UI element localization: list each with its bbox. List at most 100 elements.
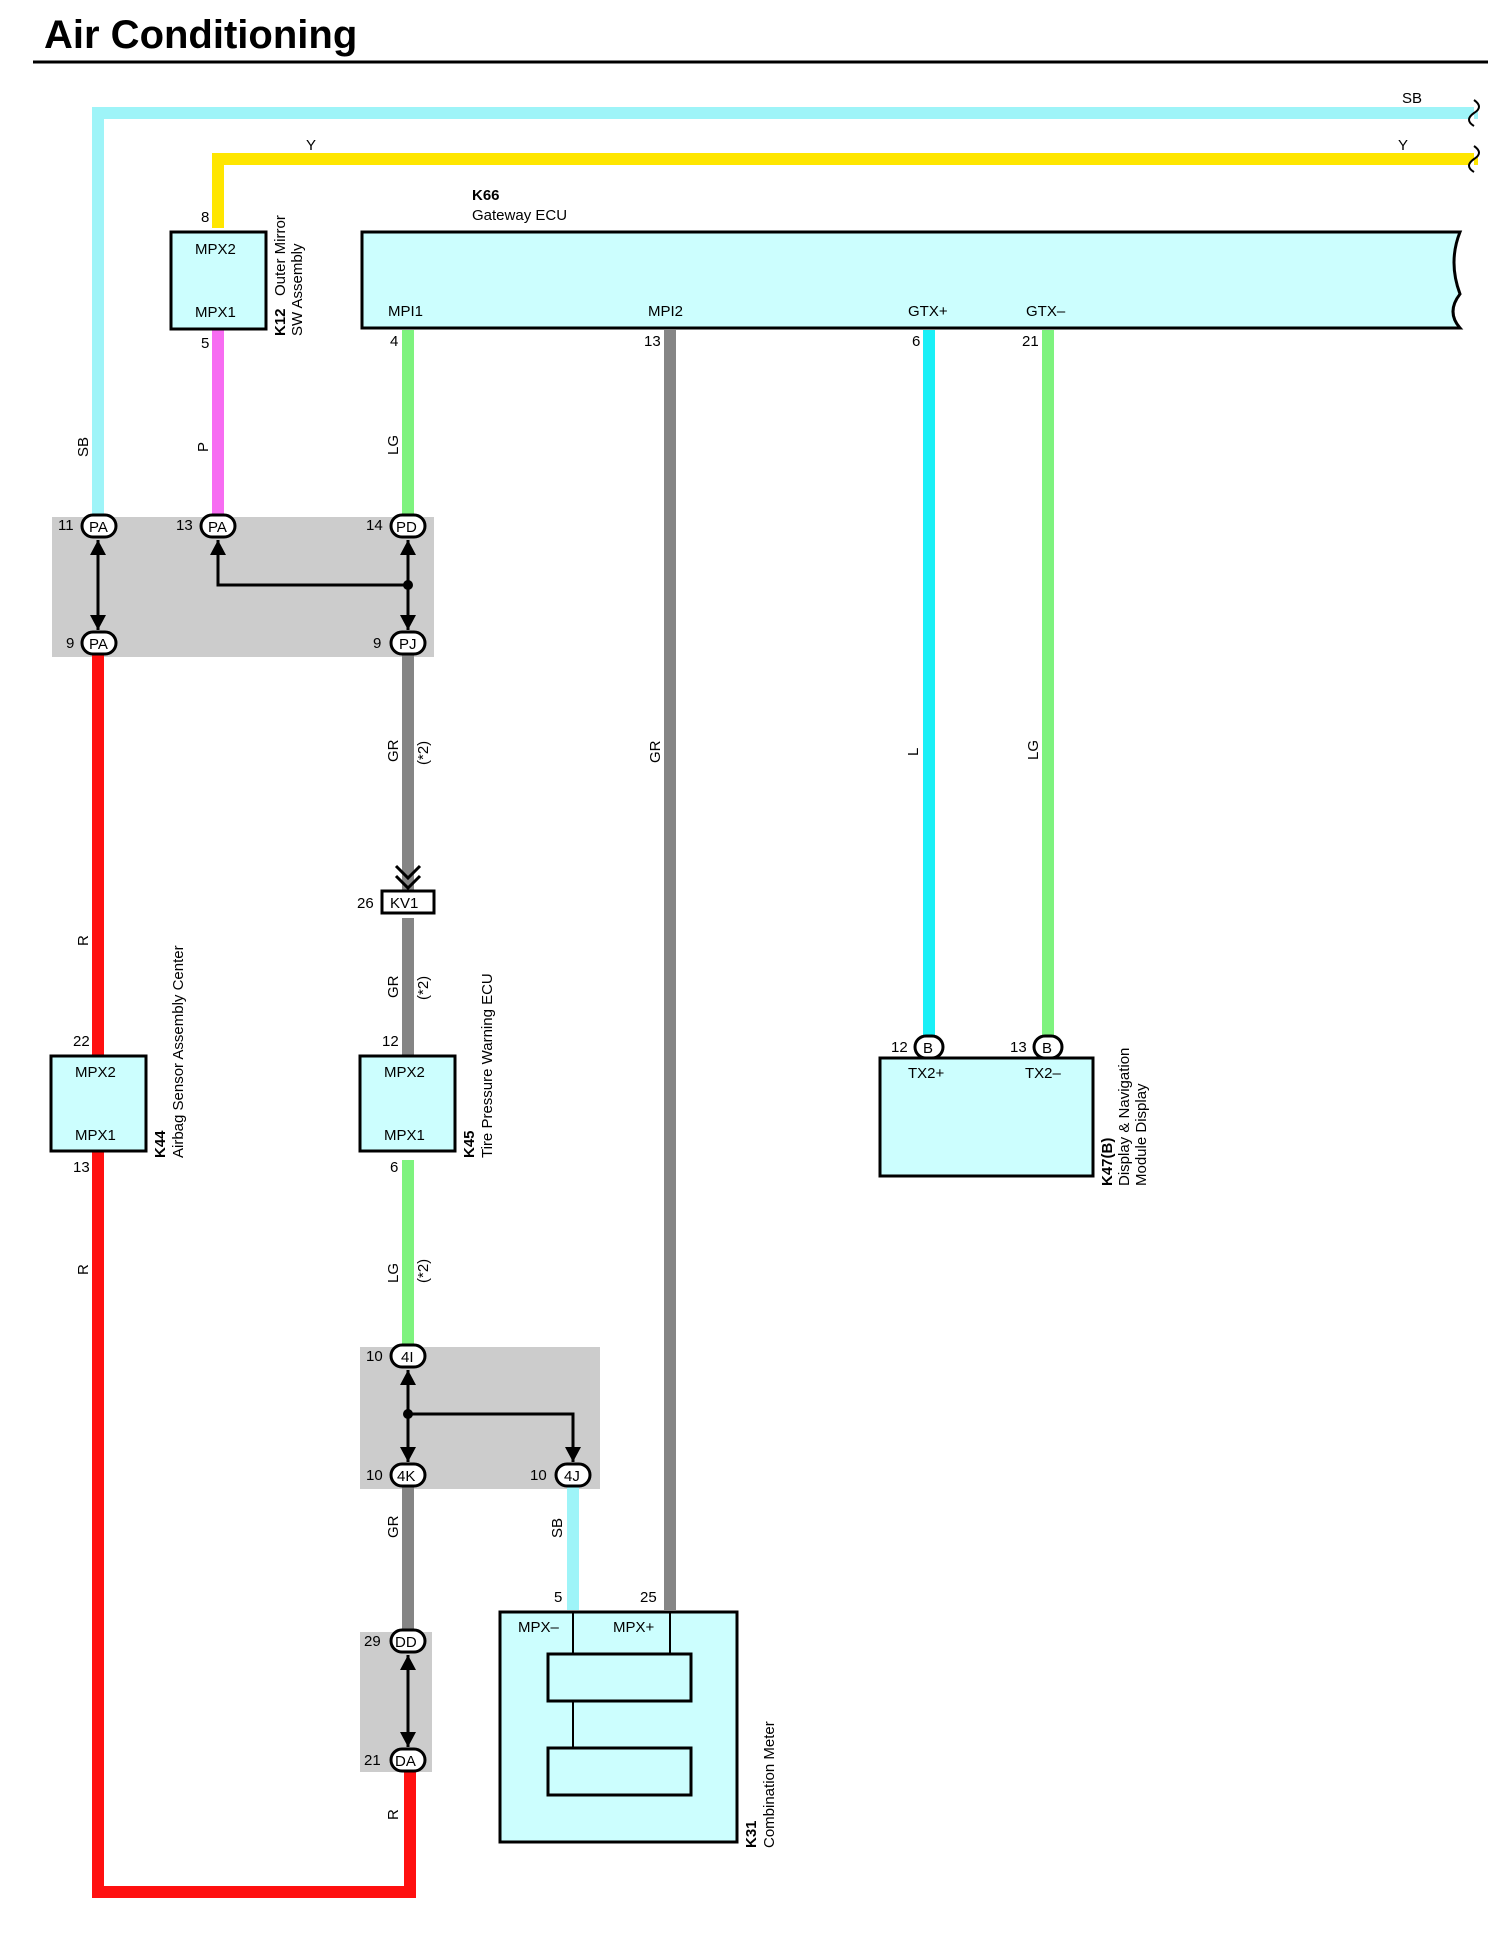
wire-label-lg-mpi1: LG <box>385 435 402 455</box>
k44-label-group: K44 Airbag Sensor Assembly Center <box>152 945 187 1158</box>
connector-13-pa: PA <box>199 513 237 539</box>
j2-link-4j <box>408 1412 575 1462</box>
j1-pin-num-14: 14 <box>366 517 383 534</box>
wire-label-y-left: Y <box>306 137 316 154</box>
connector-9-pj: PJ <box>389 630 427 656</box>
wire-label-l: L <box>905 748 922 756</box>
j2-pin-num-10a: 10 <box>366 1348 383 1365</box>
svg-text:PA: PA <box>89 519 108 536</box>
k47-pin-label-tx2p: TX2+ <box>908 1065 945 1082</box>
wire-label-sb-4j: SB <box>549 1518 566 1538</box>
svg-text:PA: PA <box>89 636 108 653</box>
k12-pin-num-8: 8 <box>201 209 209 226</box>
connector-10-4j: 4J <box>554 1462 592 1488</box>
k66-name: Gateway ECU <box>472 207 567 224</box>
connector-12-b: B <box>913 1034 945 1060</box>
connector-10-4i: 4I <box>389 1343 427 1369</box>
wire-label-gr-kv1: GR <box>385 975 402 998</box>
j1-arrow-up-pd <box>400 540 416 555</box>
k44-pin-num-13: 13 <box>73 1159 90 1176</box>
k12-pin-num-5: 5 <box>201 335 209 352</box>
k45-code: K45 <box>461 1130 478 1158</box>
connector-11-pa: PA <box>80 513 118 539</box>
k47-code: K47(B) <box>1099 1138 1116 1186</box>
connector-10-4k: 4K <box>389 1462 427 1488</box>
k31-code: K31 <box>743 1820 760 1848</box>
k66-pin-num-21: 21 <box>1022 333 1039 350</box>
kv1-pin-num: 26 <box>357 895 374 912</box>
wire-label-sb-top: SB <box>1402 90 1422 107</box>
k12-name-line1: Outer Mirror <box>272 215 289 296</box>
svg-text:4K: 4K <box>397 1468 415 1485</box>
j1-pin-num-13: 13 <box>176 517 193 534</box>
connector-9-pa: PA <box>80 630 118 656</box>
k47-label-group: K47(B) Display & Navigation Module Displ… <box>1099 1048 1150 1186</box>
svg-text:B: B <box>1042 1040 1052 1057</box>
k47-pin-num-12: 12 <box>891 1039 908 1056</box>
k44-pin-label-mpx1: MPX1 <box>75 1127 116 1144</box>
j3-arrow-up-dd <box>400 1655 416 1670</box>
svg-text:4J: 4J <box>564 1468 580 1485</box>
break-symbol-sb <box>1468 99 1480 127</box>
k31-combination-meter-box <box>498 1610 739 1844</box>
svg-text:PA: PA <box>208 519 227 536</box>
k12-pin-label-mpx1: MPX1 <box>195 304 236 321</box>
junction-block-3 <box>360 1632 432 1772</box>
j1-arrow-down-pa <box>90 615 106 630</box>
connector-14-pd: PD <box>389 513 427 539</box>
j1-splice-dot <box>403 580 413 590</box>
k45-pin-num-12: 12 <box>382 1033 399 1050</box>
svg-text:4I: 4I <box>401 1349 414 1366</box>
k66-pin-num-4: 4 <box>390 333 398 350</box>
j1-pin-num-9b: 9 <box>373 635 381 652</box>
connector-29-dd: DD <box>389 1628 427 1654</box>
wire-y-top <box>212 153 1478 228</box>
wire-sb-top <box>92 107 1478 528</box>
kv1-connector <box>380 889 436 915</box>
k47-display-navigation-box <box>878 1056 1095 1178</box>
junction-block-1 <box>52 517 434 657</box>
wire-label-y-right: Y <box>1398 137 1408 154</box>
k31-label-group: K31 Combination Meter <box>743 1721 778 1848</box>
wire-label-r-top: R <box>75 935 92 946</box>
k47-name-line1: Display & Navigation <box>1116 1048 1133 1186</box>
k44-name: Airbag Sensor Assembly Center <box>170 945 187 1158</box>
page-title: Air Conditioning <box>44 13 357 57</box>
j2-arrow-down-4j <box>565 1447 581 1462</box>
j1-pin-num-11: 11 <box>58 517 74 534</box>
wire-label-r-mid: R <box>75 1264 92 1275</box>
j2-arrow-up-4i <box>400 1370 416 1385</box>
j2-arrow-down-4k <box>400 1447 416 1462</box>
j1-arrow-13pa <box>210 540 226 555</box>
k12-label-group: K12 Outer Mirror SW Assembly <box>272 215 306 336</box>
note-star-2: (*2) <box>415 976 432 1000</box>
j2-pin-num-10c: 10 <box>530 1467 547 1484</box>
j1-arrow-up-pa <box>90 540 106 555</box>
j3-pin-num-21: 21 <box>364 1752 381 1769</box>
note-star-1: (*2) <box>415 741 432 765</box>
j3-pin-num-29: 29 <box>364 1633 381 1650</box>
k31-pin-num-25: 25 <box>640 1589 657 1606</box>
j3-arrow-down-da <box>400 1732 416 1747</box>
k45-label-group: K45 Tire Pressure Warning ECU <box>461 973 496 1158</box>
k44-pin-num-22: 22 <box>73 1033 90 1050</box>
wire-label-lg-k45: LG <box>385 1263 402 1283</box>
k47-pin-label-tx2m: TX2– <box>1025 1065 1062 1082</box>
k66-pin-label-mpi2: MPI2 <box>648 303 683 320</box>
k66-pin-num-13: 13 <box>644 333 661 350</box>
svg-text:PJ: PJ <box>399 636 417 653</box>
k66-pin-num-6: 6 <box>912 333 920 350</box>
k31-internal-block-upper <box>546 1652 693 1703</box>
wire-label-lg-gtxm: LG <box>1025 740 1042 760</box>
kv1-chevron-1 <box>394 864 422 881</box>
k66-code: K66 <box>472 187 500 204</box>
wire-label-r-bottom: R <box>385 1809 402 1820</box>
wire-r-loop <box>92 650 416 1898</box>
k12-code: K12 <box>272 308 289 336</box>
wire-label-p: P <box>195 442 212 452</box>
kv1-label: KV1 <box>390 895 418 912</box>
svg-text:PD: PD <box>396 519 417 536</box>
j1-arrow-down-pj <box>400 615 416 630</box>
wire-label-gr-mpi2: GR <box>647 740 664 763</box>
